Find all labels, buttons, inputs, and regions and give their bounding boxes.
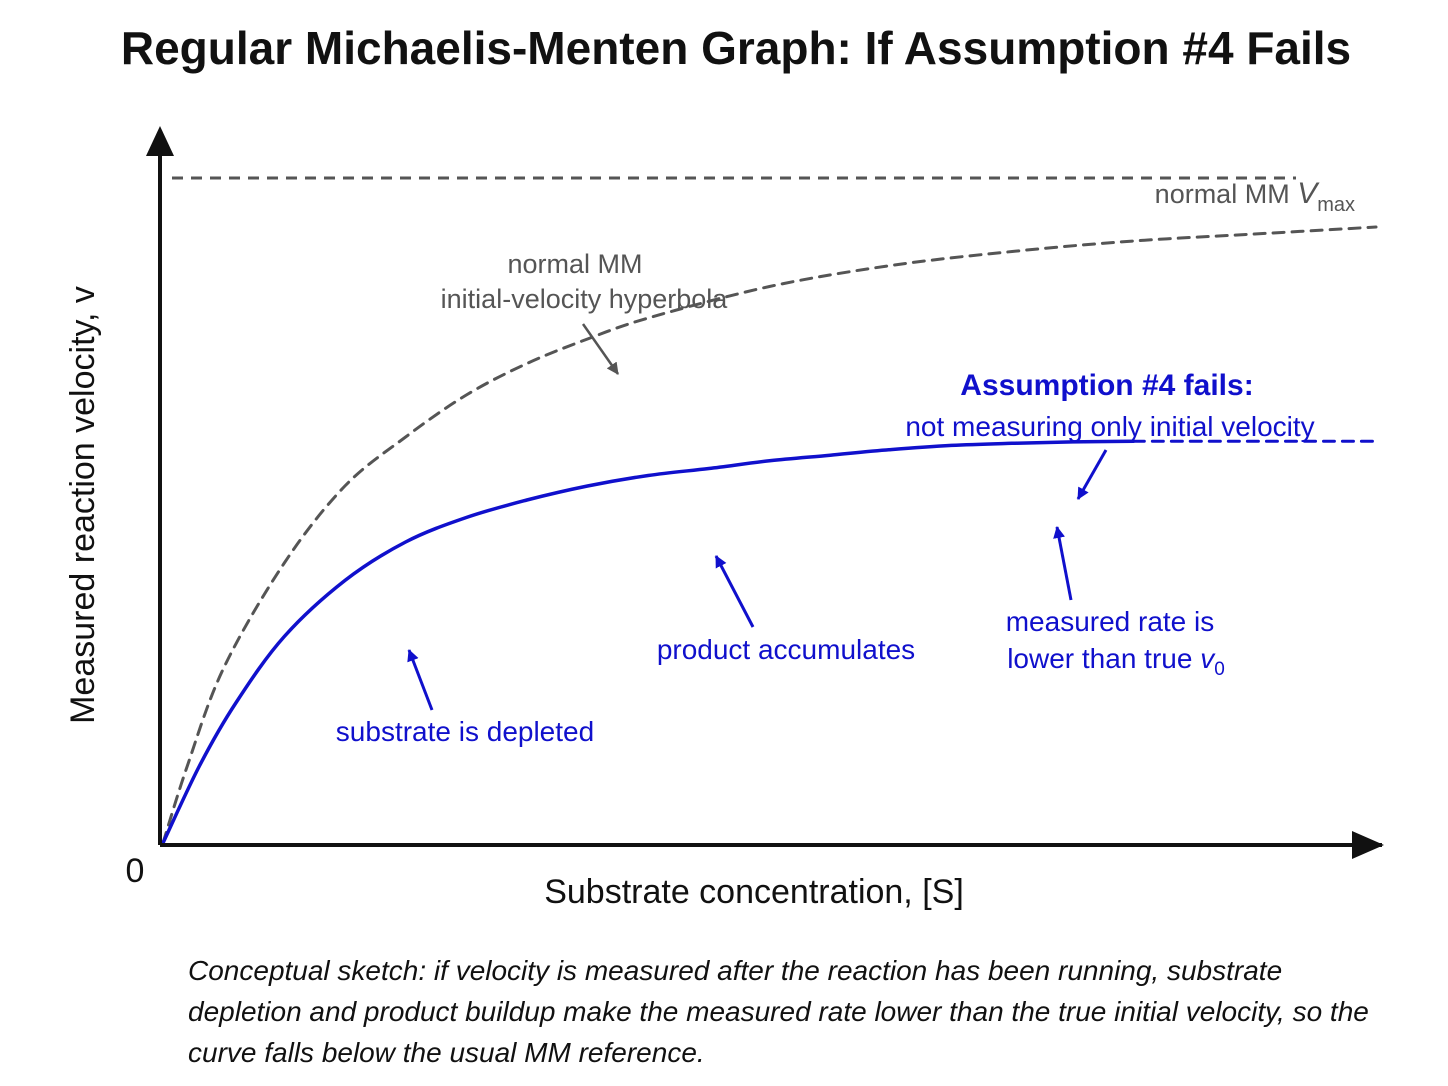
y-axis-label: Measured reaction velocity, v [64, 286, 102, 724]
x-axis-arrowhead [1352, 831, 1384, 859]
fails-arrow [1076, 449, 1108, 500]
depleted-label: substrate is depleted [336, 716, 594, 747]
caption: Conceptual sketch: if velocity is measur… [188, 955, 1369, 1068]
product-arrow [714, 555, 755, 628]
hyperbola-series [161, 225, 1378, 845]
depleted-arrow [407, 649, 434, 711]
origin-label: 0 [126, 852, 145, 890]
fails-label-line1: Assumption #4 fails: [960, 369, 1253, 402]
hyperbola-arrow [581, 323, 620, 375]
lower-label-line2: lower than true v0 [1007, 643, 1225, 680]
lower-label-line1: measured rate is [1006, 606, 1215, 637]
fails-label-line2: not measuring only initial velocity [905, 411, 1314, 442]
lower-arrow [1053, 526, 1073, 601]
y-axis-arrowhead [146, 126, 174, 156]
chart-title: Regular Michaelis-Menten Graph: If Assum… [121, 22, 1351, 74]
hyperbola-label-line2: initial-velocity hyperbola [441, 284, 729, 314]
vmax-label: normal MM Vmax [1155, 177, 1355, 216]
measured-series [161, 439, 1136, 845]
data-layer [161, 176, 1378, 845]
hyperbola-label-line1: normal MM [507, 249, 642, 279]
x-axis-label: Substrate concentration, [S] [544, 873, 964, 911]
product-label: product accumulates [657, 634, 915, 665]
